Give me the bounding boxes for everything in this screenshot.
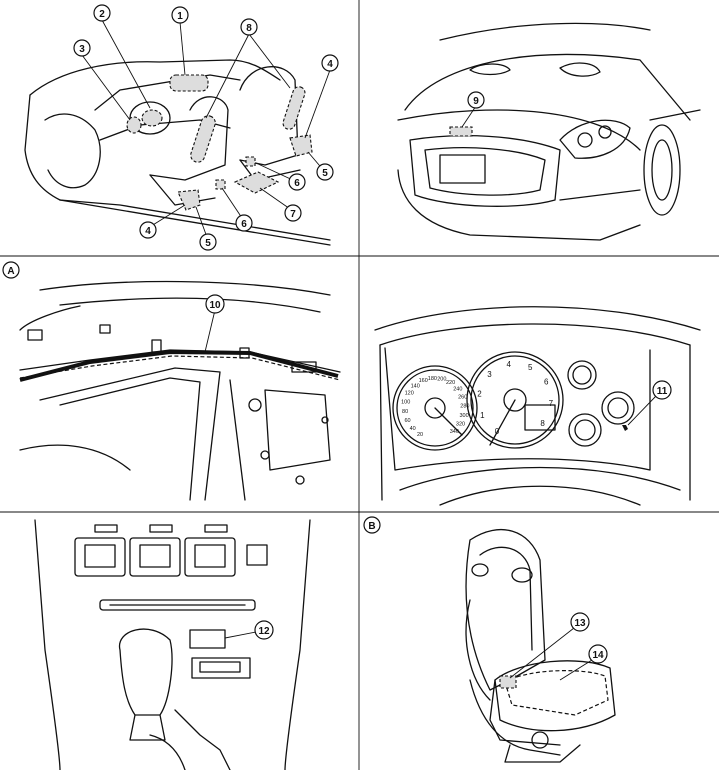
gauge-top: [567, 360, 597, 390]
speedometer-tick-240: 240: [453, 386, 462, 392]
seat-belt-pretensioner-left: [177, 189, 201, 211]
speedometer-tick-140: 140: [411, 383, 420, 389]
satellite-sensor-right: [245, 156, 256, 167]
callout-14: 14: [588, 644, 608, 664]
tachometer-tick-8: 8: [540, 419, 545, 428]
svg-text:10: 10: [209, 300, 221, 311]
driver-airbag-module: [141, 109, 163, 127]
callout-2: 2: [93, 4, 111, 22]
view-label-a: A: [2, 261, 20, 279]
speedometer-tick-340: 340: [450, 429, 459, 435]
speedometer-tick-260: 260: [458, 394, 467, 400]
svg-text:B: B: [368, 521, 375, 532]
cd-slot: [99, 599, 256, 611]
svg-text:5: 5: [205, 238, 211, 249]
crash-zone-sensor: [449, 126, 473, 137]
speedometer-tick-40: 40: [410, 426, 416, 432]
callout-12: 12: [254, 620, 274, 640]
callout-4-left: 4: [139, 221, 157, 239]
speedometer-tick-180: 180: [428, 376, 437, 382]
seat-belt-pretensioner-right: [289, 134, 313, 157]
svg-text:11: 11: [657, 386, 668, 397]
airbag-diagnosis-sensor-unit: [233, 171, 280, 194]
svg-text:7: 7: [290, 209, 296, 220]
speedometer-tick-320: 320: [456, 422, 465, 428]
spiral-cable: [126, 116, 142, 134]
panel-roof-curtain: 10 A: [2, 261, 341, 501]
callout-7: 7: [284, 204, 302, 222]
callout-10: 10: [205, 294, 225, 314]
tachometer-tick-1: 1: [480, 411, 485, 420]
satellite-sensor-left: [215, 179, 226, 190]
speedometer-tick-280: 280: [460, 404, 469, 410]
tachometer-tick-labels: 0 1 2 3 4 5 6 7 8: [477, 360, 553, 436]
tachometer-tick-6: 6: [544, 378, 549, 387]
svg-text:4: 4: [327, 59, 333, 70]
svg-text:14: 14: [592, 650, 604, 661]
callout-11: 11: [652, 380, 672, 400]
speedometer-tick-200: 200: [437, 377, 446, 383]
callout-5-left: 5: [199, 233, 217, 251]
callout-3: 3: [73, 39, 91, 57]
speedometer-tick-80: 80: [402, 409, 408, 415]
callout-6-left: 6: [235, 214, 253, 232]
tachometer-tick-0: 0: [495, 427, 500, 436]
callout-1: 1: [171, 6, 189, 24]
panel-interior-overview: 1 2 3 8 4 5 6 7 4 5 6: [24, 4, 339, 251]
speedometer-tick-20: 20: [417, 432, 423, 438]
speedometer-tick-60: 60: [404, 418, 410, 424]
occupant-classification-sensor: [504, 670, 609, 716]
svg-text:1: 1: [177, 11, 183, 22]
svg-text:6: 6: [241, 219, 247, 230]
airbag-warning-lamp: [622, 425, 628, 431]
tachometer-tick-7: 7: [549, 399, 554, 408]
svg-text:13: 13: [574, 618, 586, 629]
gauge-right: [601, 391, 635, 425]
svg-text:6: 6: [294, 178, 300, 189]
callout-8: 8: [240, 18, 258, 36]
tachometer-tick-2: 2: [477, 389, 482, 398]
svg-text:8: 8: [246, 23, 252, 34]
svg-text:5: 5: [322, 168, 328, 179]
svg-text:12: 12: [258, 626, 270, 637]
gauge-bottom: [568, 413, 602, 447]
tachometer-tick-4: 4: [506, 360, 511, 369]
speedometer-tick-220: 220: [446, 380, 455, 386]
panel-seat: B 13 14: [363, 516, 616, 763]
tachometer-tick-3: 3: [487, 370, 492, 379]
speedometer-tick-160: 160: [419, 378, 428, 384]
callout-6-right: 6: [288, 173, 306, 191]
view-label-b: B: [363, 516, 381, 534]
callout-13: 13: [570, 612, 590, 632]
svg-text:2: 2: [99, 9, 105, 20]
occupant-classification-control-unit: [499, 675, 517, 689]
svg-text:4: 4: [145, 226, 151, 237]
speedometer-tick-120: 120: [405, 391, 414, 397]
passenger-airbag-module: [169, 74, 209, 92]
panel-vehicle-front: 9: [397, 22, 701, 241]
callout-5-right: 5: [316, 163, 334, 181]
tachometer: [466, 351, 564, 449]
side-airbag-right: [282, 86, 306, 130]
svg-text:A: A: [7, 266, 14, 277]
speedometer: [392, 365, 478, 451]
svg-text:3: 3: [79, 44, 85, 55]
air-vents: [74, 537, 268, 577]
callout-9: 9: [467, 91, 485, 109]
tachometer-tick-5: 5: [528, 363, 533, 372]
svg-text:9: 9: [473, 96, 479, 107]
curtain-airbag-module: [19, 349, 339, 382]
speedometer-tick-100: 100: [401, 399, 410, 405]
panel-center-console: 12: [34, 519, 311, 770]
passenger-airbag-off-indicator: [189, 629, 226, 649]
speedometer-tick-300: 300: [460, 413, 469, 419]
side-airbag-left: [190, 115, 216, 163]
callout-4-right: 4: [321, 54, 339, 72]
